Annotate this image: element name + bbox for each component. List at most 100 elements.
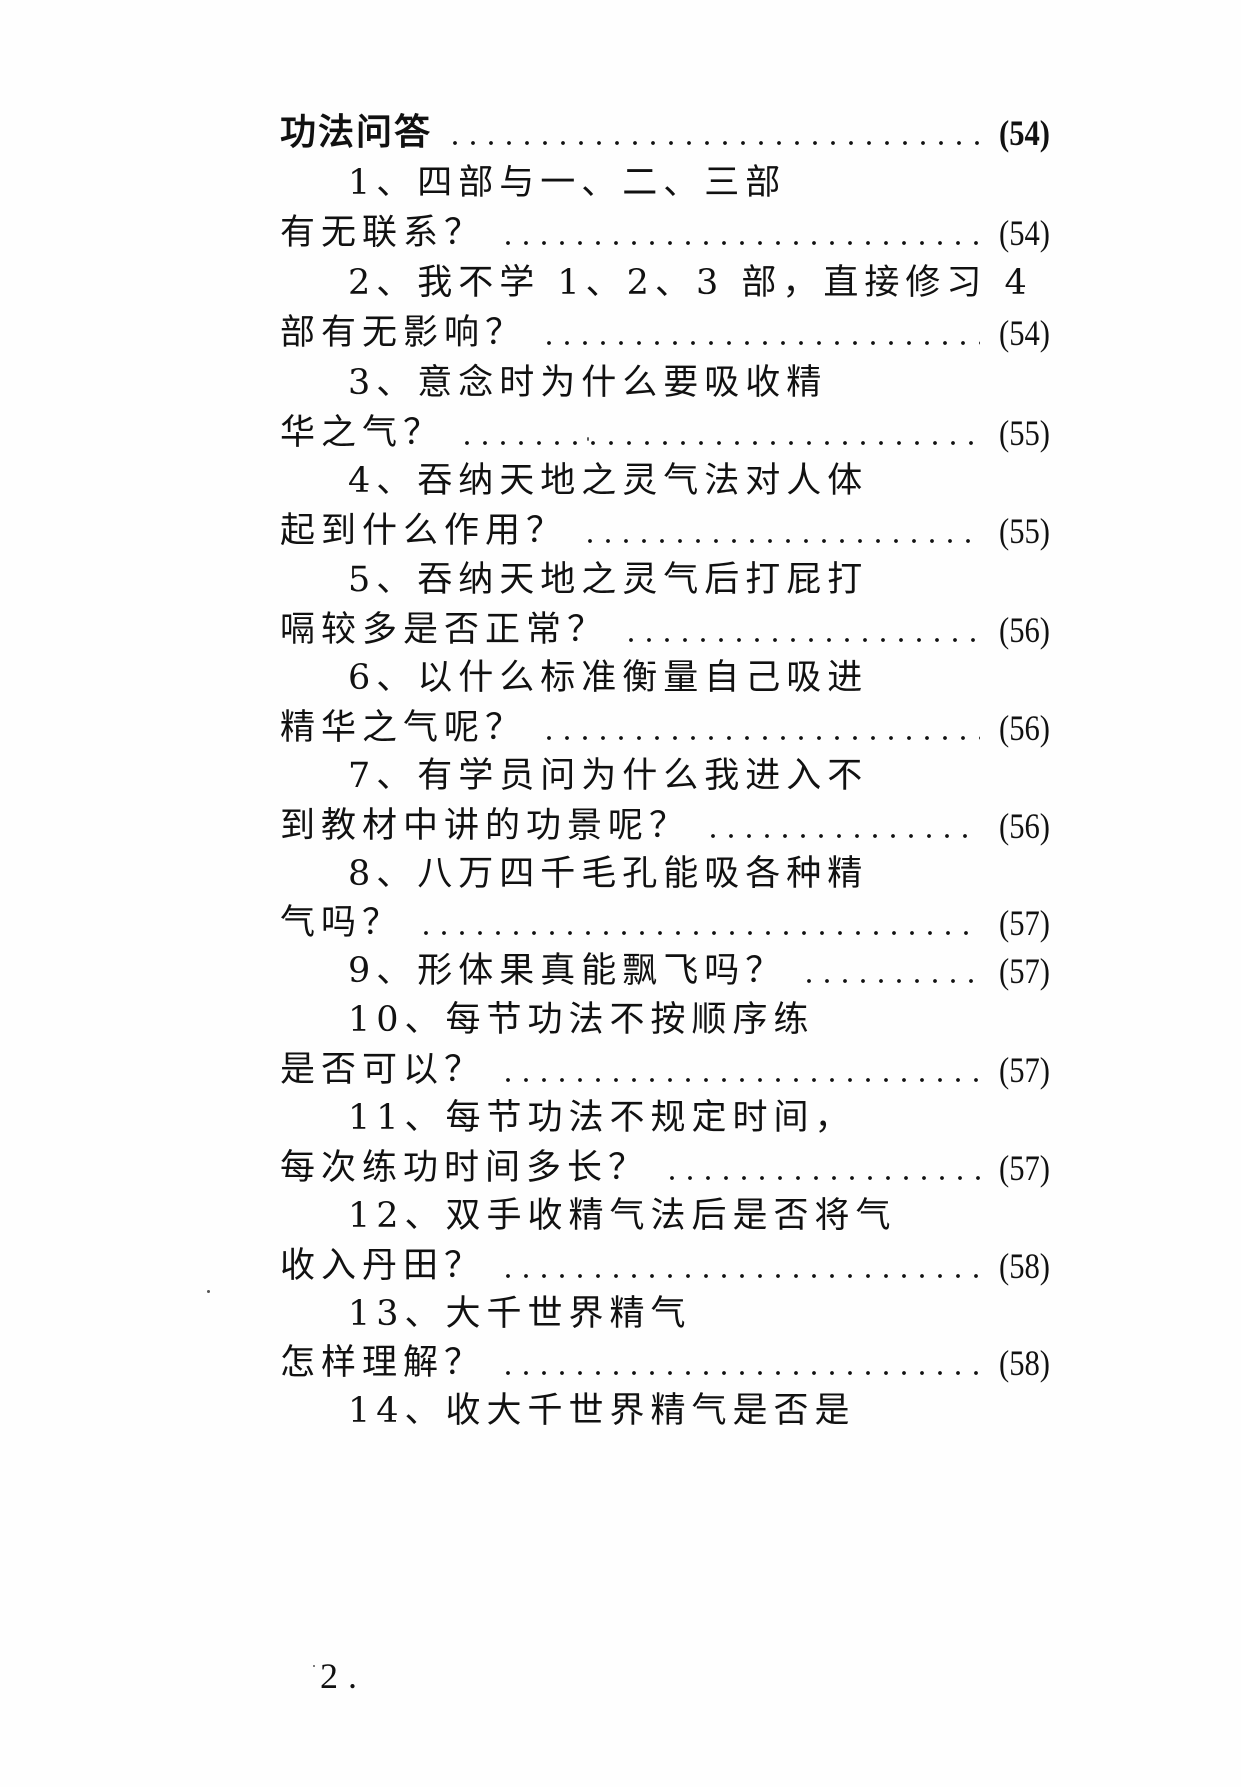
entry-number: 3、 <box>348 363 418 403</box>
toc-entry-continuation: 嗝较多是否正常？ (56) <box>280 597 1050 653</box>
entry-text: 意念时为什么要吸收精 <box>417 363 828 403</box>
page-ref: (58) <box>999 1343 1050 1383</box>
toc-entry-continuation: 气吗？ (57) <box>280 890 1050 946</box>
entry-text: 是否可以？ <box>280 1050 486 1090</box>
entry-text: 双手收精气法后是否将气 <box>445 1196 897 1236</box>
page-number: 2. <box>320 1655 367 1697</box>
entry-text: 气吗？ <box>280 903 404 943</box>
page-ref: (55) <box>999 511 1050 551</box>
page-ref: (58) <box>999 1246 1050 1286</box>
toc-entry-question: 5、吞纳天地之灵气后打屁打 <box>280 547 1050 603</box>
entry-text: 吞纳天地之灵气法对人体 <box>417 461 869 501</box>
dot-leader <box>499 240 981 246</box>
entry-text: 怎样理解？ <box>280 1343 486 1383</box>
toc-entry-question: 11、每节功法不规定时间， <box>280 1085 1050 1141</box>
entry-number: 2、 <box>348 263 418 303</box>
toc-entry-continuation: 每次练功时间多长？ (57) <box>280 1135 1050 1191</box>
toc-entry-question: 12、双手收精气法后是否将气 <box>280 1183 1050 1239</box>
entry-number: 7、 <box>348 756 418 796</box>
toc-entry-continuation: 部有无影响？ (54) <box>280 300 1050 356</box>
toc-entry-question: 6、以什么标准衡量自己吸进 <box>280 645 1050 701</box>
entry-text: 起到什么作用？ <box>280 511 568 551</box>
toc-entry-continuation: 起到什么作用？ (55) <box>280 498 1050 554</box>
entry-text: 嗝较多是否正常？ <box>280 610 609 650</box>
page-ref: (56) <box>999 708 1050 748</box>
toc-entry-question: 10、每节功法不按顺序练 <box>280 987 1050 1043</box>
entry-text: 部有无影响？ <box>280 313 527 353</box>
entry-text: 到教材中讲的功景呢？ <box>280 806 691 846</box>
dot-leader <box>663 1175 981 1181</box>
page-ref: (57) <box>999 903 1050 943</box>
entry-text: 大千世界精气 <box>445 1294 692 1334</box>
entry-text: 有无联系？ <box>280 213 486 253</box>
page-number-dot: . <box>348 1656 367 1696</box>
dot-leader <box>704 833 981 839</box>
dot-leader <box>499 1077 981 1083</box>
dot-leader <box>581 538 981 544</box>
toc-entry-continuation: 到教材中讲的功景呢？ (56) <box>280 793 1050 849</box>
entry-number: 13、 <box>348 1294 446 1334</box>
entry-number: 1、 <box>348 163 418 203</box>
toc-entry-question: 13、大千世界精气 <box>280 1281 1050 1337</box>
dot-leader <box>622 637 981 643</box>
entry-number: 11、 <box>348 1098 446 1138</box>
page-ref: (57) <box>999 1148 1050 1188</box>
scan-speck <box>207 1290 210 1293</box>
entry-number: 10、 <box>348 1000 446 1040</box>
toc-entry-continuation: 收入丹田？ (58) <box>280 1233 1050 1289</box>
page-ref: (56) <box>999 806 1050 846</box>
entry-text: 以什么标准衡量自己吸进 <box>417 658 869 698</box>
page-number-value: 2 <box>320 1656 348 1696</box>
dot-leader <box>417 930 981 936</box>
toc-entry-continuation: 华之气？ (55) <box>280 400 1050 456</box>
page-ref: (56) <box>999 610 1050 650</box>
entry-text: 收入丹田？ <box>280 1246 486 1286</box>
page-ref: (54) <box>999 113 1050 153</box>
dot-leader <box>540 735 981 741</box>
entry-text: 形体果真能飘飞吗？ <box>417 951 787 991</box>
entry-text: 我不学 1、2、3 部，直接修习 4 <box>417 263 1033 303</box>
entry-text: 吞纳天地之灵气后打屁打 <box>417 560 869 600</box>
section-title: 功法问答 <box>280 112 433 153</box>
entry-text: 每节功法不规定时间， <box>445 1098 856 1138</box>
toc-entry-continuation: 怎样理解？ (58) <box>280 1330 1050 1386</box>
dot-leader <box>446 140 981 146</box>
entry-number: 9、 <box>348 951 418 991</box>
entry-number: 8、 <box>348 854 418 894</box>
toc-entry-question: 9、形体果真能飘飞吗？ (57) <box>280 938 1050 994</box>
page-ref: (54) <box>999 313 1050 353</box>
toc-entry-question: 1、四部与一、二、三部 <box>280 150 1050 206</box>
page-ref: (57) <box>999 951 1050 991</box>
scan-speck <box>587 437 589 441</box>
toc-entry-continuation: 是否可以？ (57) <box>280 1037 1050 1093</box>
page-ref: (57) <box>999 1050 1050 1090</box>
dot-leader <box>499 1370 981 1376</box>
toc-entry-question: 3、意念时为什么要吸收精 <box>280 350 1050 406</box>
toc-section-heading: 功法问答 (54) <box>280 100 1050 156</box>
dot-leader <box>458 440 981 446</box>
toc-entry-question: 4、吞纳天地之灵气法对人体 <box>280 448 1050 504</box>
page-ref: (55) <box>999 413 1050 453</box>
entry-number: 5、 <box>348 560 418 600</box>
page-ref: (54) <box>999 213 1050 253</box>
entry-text: 有学员问为什么我进入不 <box>417 756 869 796</box>
entry-number: 14、 <box>348 1391 446 1431</box>
entry-text: 四部与一、二、三部 <box>417 163 787 203</box>
entry-number: 6、 <box>348 658 418 698</box>
toc-entry-question: 8、八万四千毛孔能吸各种精 <box>280 841 1050 897</box>
toc-entry-question: 2、我不学 1、2、3 部，直接修习 4 <box>280 250 1050 306</box>
dot-leader <box>499 1273 981 1279</box>
toc-entry-continuation: 有无联系？ (54) <box>280 200 1050 256</box>
entry-text: 八万四千毛孔能吸各种精 <box>417 854 869 894</box>
entry-text: 每节功法不按顺序练 <box>445 1000 815 1040</box>
entry-text: 收大千世界精气是否是 <box>445 1391 856 1431</box>
toc-entry-question: 7、有学员问为什么我进入不 <box>280 743 1050 799</box>
entry-number: 4、 <box>348 461 418 501</box>
entry-number: 12、 <box>348 1196 446 1236</box>
scan-speck <box>313 1665 315 1667</box>
dot-leader <box>800 978 981 984</box>
toc-entry-continuation: 精华之气呢？ (56) <box>280 695 1050 751</box>
dot-leader <box>540 340 981 346</box>
entry-text: 精华之气呢？ <box>280 708 527 748</box>
